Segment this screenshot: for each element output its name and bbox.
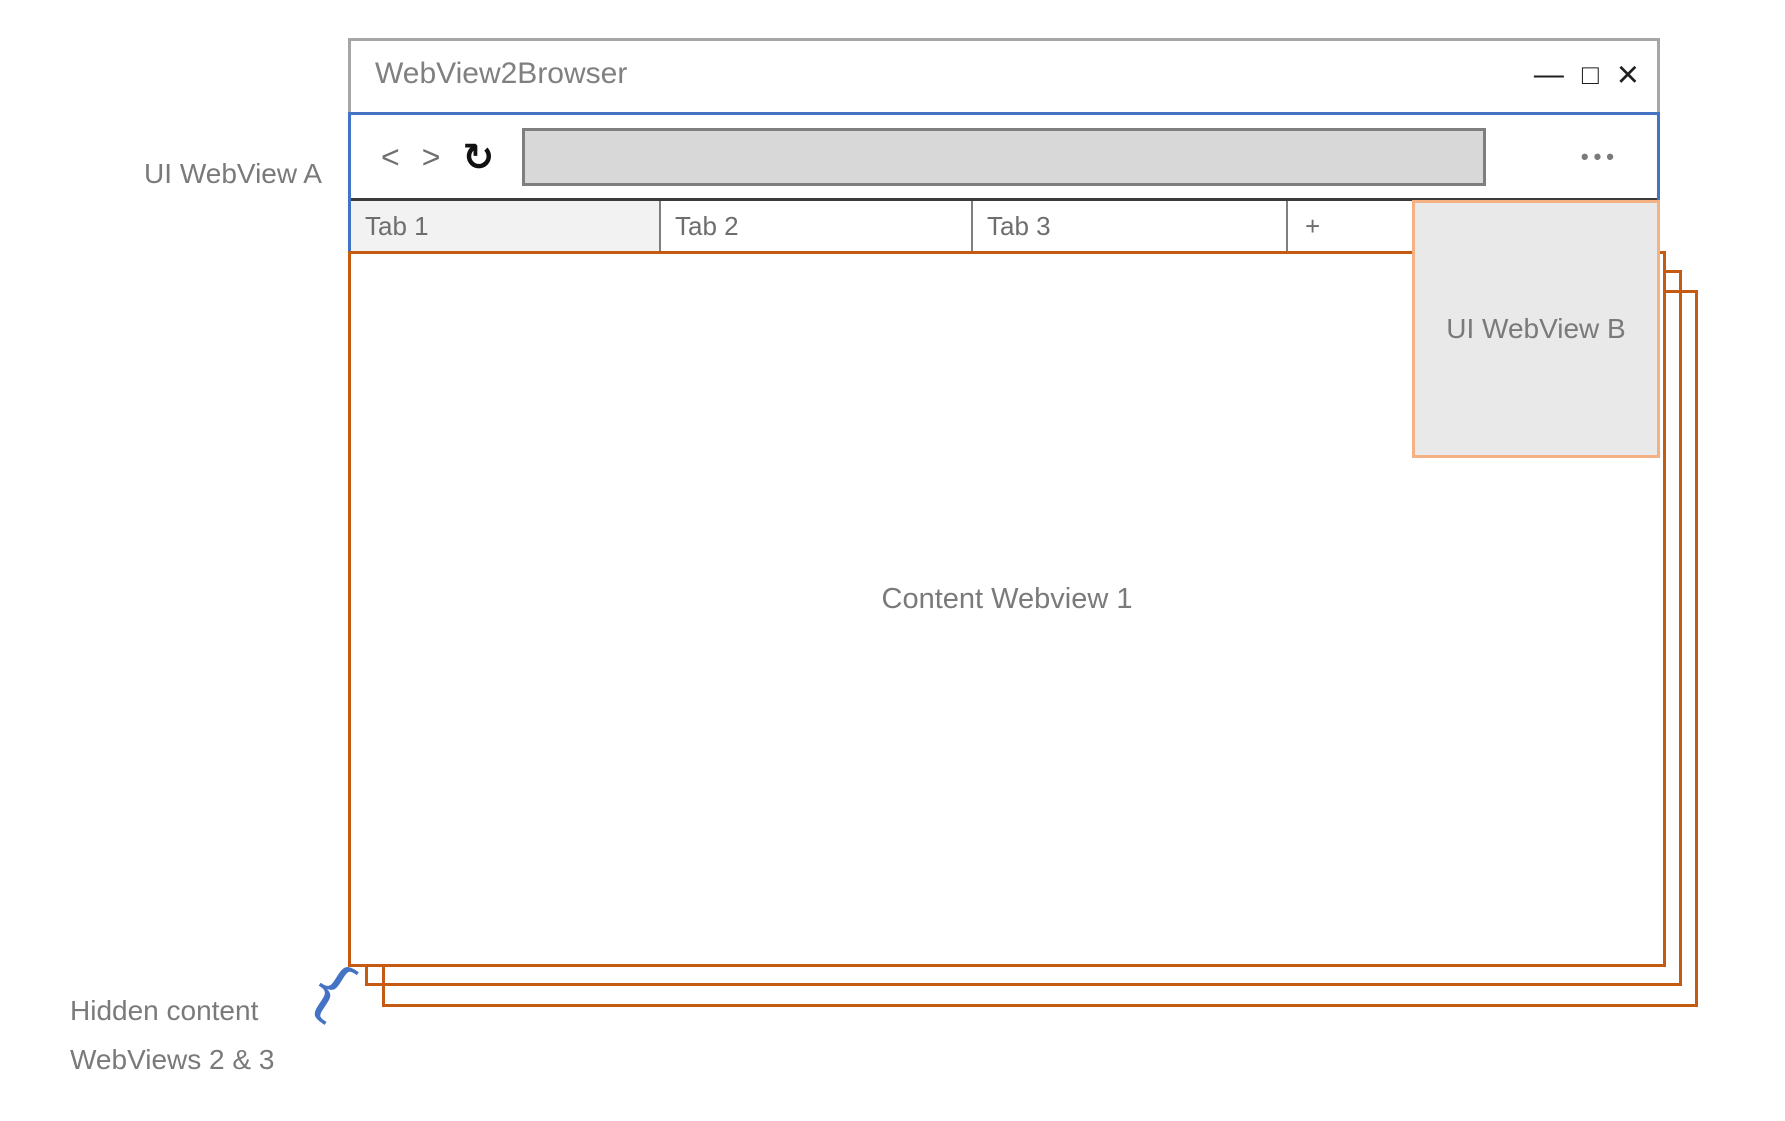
ui-webview-b: UI WebView B [1412,200,1660,458]
title-bar: WebView2Browser — □ × [351,41,1657,112]
hidden-webviews-caption-line1: Hidden content [70,995,259,1026]
more-menu-icon[interactable]: ••• [1580,143,1619,169]
reload-icon[interactable]: ↻ [462,134,495,179]
maximize-icon[interactable]: □ [1581,59,1599,90]
curly-brace-annotation: { [292,944,372,1035]
new-tab-plus-icon: + [1305,210,1321,241]
tab-2[interactable]: Tab 2 [661,201,973,251]
minimize-icon[interactable]: — [1533,58,1564,91]
back-icon[interactable]: < [381,138,400,175]
tab-2-label: Tab 2 [675,210,739,241]
content-webview-1-label: Content Webview 1 [881,582,1133,615]
tab-1-label: Tab 1 [365,210,429,241]
ui-webview-a-label: UI WebView A [144,158,322,189]
forward-icon[interactable]: > [421,138,441,175]
ui-webview-a: < > ↻ ••• Tab 1 Tab 2 Tab 3 + [348,112,1660,251]
tab-3-label: Tab 3 [987,210,1051,241]
tab-1[interactable]: Tab 1 [351,201,661,251]
window-title: WebView2Browser [375,57,628,90]
ui-webview-b-label: UI WebView B [1446,313,1626,344]
hidden-webviews-caption-line2: WebViews 2 & 3 [70,1044,275,1075]
close-icon[interactable]: × [1616,54,1639,96]
tab-3[interactable]: Tab 3 [973,201,1288,251]
toolbar: < > ↻ ••• [351,115,1657,198]
window-controls: — □ × [1534,51,1639,99]
address-bar[interactable] [522,127,1487,186]
hidden-webviews-caption: Hidden content WebViews 2 & 3 [70,986,350,1084]
